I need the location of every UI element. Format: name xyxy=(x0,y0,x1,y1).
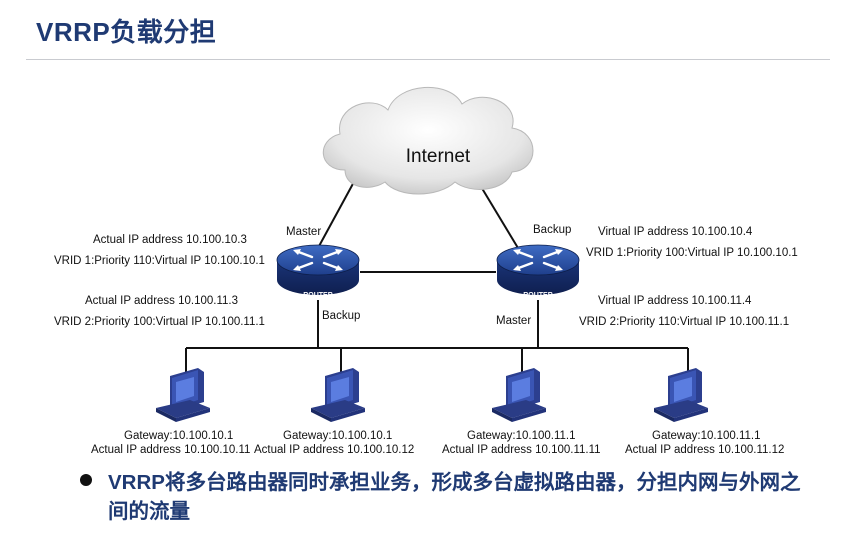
right-router-vrid-1: VRID 1:Priority 100:Virtual IP 10.100.10… xyxy=(586,247,798,259)
right-router-virtual-ip-1: Virtual IP address 10.100.10.4 xyxy=(598,226,753,238)
left-router-backup-label: Backup xyxy=(322,310,361,322)
left-router-actual-ip-1: Actual IP address 10.100.10.3 xyxy=(93,234,247,246)
host-1-gateway: Gateway:10.100.10.1 xyxy=(124,430,234,442)
left-router-vrid-2: VRID 2:Priority 100:Virtual IP 10.100.11… xyxy=(54,316,265,328)
right-router-backup-label: Backup xyxy=(533,224,572,236)
internet-label: Internet xyxy=(406,146,471,167)
pc-icon-3 xyxy=(492,368,546,422)
router-badge-left: ROUTER xyxy=(303,292,333,299)
router-badge-right: ROUTER xyxy=(523,292,553,299)
host-4-actual-ip: Actual IP address 10.100.11.12 xyxy=(625,444,785,456)
router-icon-left xyxy=(275,243,361,297)
host-3-gateway: Gateway:10.100.11.1 xyxy=(467,430,576,442)
bullet-text: VRRP将多台路由器同时承担业务，形成多台虚拟路由器，分担内网与外网之间的流量 xyxy=(108,471,801,523)
internet-cloud-icon xyxy=(322,86,534,195)
left-router-actual-ip-2: Actual IP address 10.100.11.3 xyxy=(85,295,239,307)
pc-icon-1 xyxy=(156,368,210,422)
host-3-actual-ip: Actual IP address 10.100.11.11 xyxy=(442,444,601,456)
left-router-master-label: Master xyxy=(286,226,322,238)
host-1-actual-ip: Actual IP address 10.100.10.11 xyxy=(91,444,251,456)
host-4-gateway: Gateway:10.100.11.1 xyxy=(652,430,761,442)
page-title: VRRP负载分担 xyxy=(36,17,217,47)
pc-icon-2 xyxy=(311,368,365,422)
right-router-master-label: Master xyxy=(496,315,532,327)
link-internet-right xyxy=(476,179,519,249)
title-divider xyxy=(26,59,830,60)
link-internet-left xyxy=(317,179,356,249)
right-router-vrid-2: VRID 2:Priority 110:Virtual IP 10.100.11… xyxy=(579,316,790,328)
left-router-vrid-1: VRID 1:Priority 110:Virtual IP 10.100.10… xyxy=(54,255,265,267)
bullet-dot xyxy=(80,474,92,486)
host-2-gateway: Gateway:10.100.10.1 xyxy=(283,430,393,442)
pc-icon-4 xyxy=(654,368,708,422)
right-router-virtual-ip-2: Virtual IP address 10.100.11.4 xyxy=(598,295,752,307)
router-icon-right xyxy=(495,243,581,297)
host-2-actual-ip: Actual IP address 10.100.10.12 xyxy=(254,444,415,456)
